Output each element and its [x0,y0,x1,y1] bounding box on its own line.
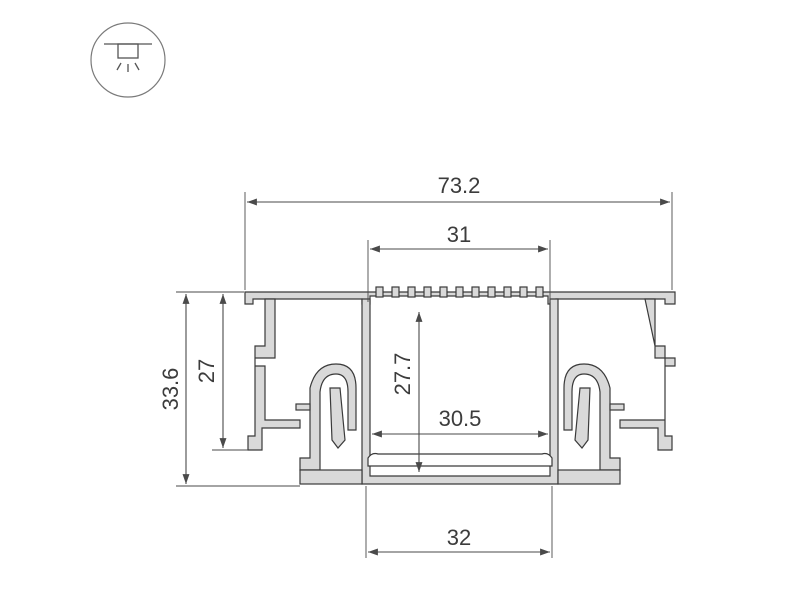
dimension-label-top-opening: 31 [447,222,471,247]
dimension-top-opening: 31 [367,222,551,302]
profile-section [244,286,676,485]
dimension-label-bottom-width: 32 [447,525,471,550]
top-fins [375,286,544,298]
dimension-label-side-height: 27 [194,359,219,383]
dimension-label-inner-width: 30.5 [439,406,482,431]
dimension-side-height: 27 [194,294,248,451]
dimension-inner-height: 27.7 [390,312,423,472]
dimension-label-inner-height: 27.7 [390,353,415,396]
dimension-label-overall-width: 73.2 [438,173,481,198]
dimension-bottom-width: 32 [365,486,553,558]
dimension-label-total-height: 33.6 [158,368,183,411]
dimension-overall-width: 73.2 [244,173,673,290]
dimension-inner-width: 30.5 [372,406,548,438]
ceiling-light-icon [90,22,166,98]
dimension-total-height: 33.6 [158,291,300,487]
